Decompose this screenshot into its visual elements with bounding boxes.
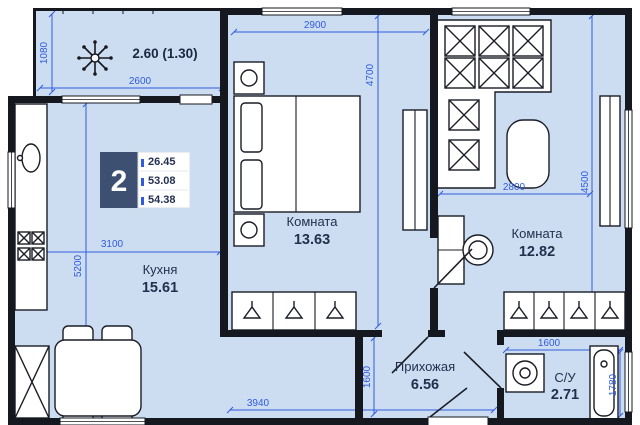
room-labels: Кухня 15.61 Комната 13.63 Комната 12.82 … — [132, 46, 579, 403]
window-living — [451, 7, 531, 16]
desk — [437, 215, 465, 285]
wall-bathroom-top — [497, 330, 632, 337]
bedroom-cabinet — [402, 109, 428, 231]
ottoman — [506, 119, 550, 189]
window-bedroom — [261, 7, 343, 16]
hanger-icon — [569, 301, 589, 319]
badge-area-flat: 53.08 — [148, 175, 176, 187]
dim-balcony-height: 1080 — [39, 41, 50, 64]
wall-top — [222, 8, 632, 15]
wall-kitchen-bedroom — [220, 8, 228, 337]
wardrobe-living — [503, 291, 626, 331]
dim-kitchen-width: 3100 — [101, 239, 124, 250]
dim-balcony-width: 2600 — [129, 76, 152, 87]
dim-hallway-height: 1600 — [362, 365, 373, 388]
hanger-icon — [600, 301, 620, 319]
wall-bedroom-living — [430, 288, 438, 337]
corner-sofa — [436, 19, 552, 189]
dimension-labels: 2900 4700 2800 4500 1080 2600 3100 5200 … — [39, 20, 619, 409]
nightstand — [233, 213, 265, 247]
snowflake-icon — [77, 40, 113, 76]
entrance-door-leaf — [429, 387, 468, 418]
living-area: 12.82 — [519, 244, 555, 260]
bathtub — [589, 345, 619, 421]
living-door-leaf — [433, 248, 473, 289]
bathroom-area: 2.71 — [551, 387, 579, 403]
windows — [7, 7, 633, 425]
balcony-rail-top — [33, 8, 225, 11]
washing-machine — [505, 353, 545, 393]
window-bathroom — [624, 351, 633, 413]
hanger-icon — [509, 301, 529, 319]
bedroom-area: 13.63 — [294, 232, 330, 248]
kitchen-area: 15.61 — [142, 280, 178, 296]
dim-line-bedroom-width — [230, 28, 430, 36]
wall-south-bedroom — [228, 330, 382, 337]
kitchen-counter — [14, 103, 48, 311]
kitchen-label: Кухня — [143, 262, 178, 277]
dining-table — [54, 339, 142, 417]
badge-area-total: 54.38 — [148, 194, 176, 206]
wardrobe-bedroom — [231, 291, 357, 331]
fridge — [14, 345, 50, 419]
balcony-area-label: 2.60 (1.30) — [132, 46, 197, 61]
badge-area-living: 26.45 — [148, 156, 176, 168]
bed — [233, 95, 361, 213]
badge-rooms-count: 2 — [111, 165, 128, 198]
wall-bottom — [8, 418, 632, 425]
balcony-rail-left — [33, 8, 36, 99]
dim-bathroom-height: 1780 — [608, 373, 619, 396]
stove — [17, 231, 45, 261]
bedroom-label: Комната — [287, 214, 339, 229]
tv-panel — [599, 95, 621, 227]
dim-bedroom-height: 4700 — [365, 63, 376, 86]
window-living-right — [624, 109, 633, 229]
dining-set — [54, 325, 142, 425]
pillow — [240, 159, 263, 210]
dim-line-balcony-height — [48, 10, 56, 96]
badge-values-panel — [137, 151, 191, 209]
dim-living-height: 4500 — [580, 170, 591, 193]
balcony-glazing-ticks — [62, 8, 154, 14]
hanger-icon — [284, 301, 304, 319]
wall-hallway-bathroom — [497, 388, 504, 418]
wall-kitchen-hallway — [355, 337, 363, 418]
area-badge: 2 26.45 53.08 54.38 — [100, 151, 191, 209]
wall-bedroom-living — [430, 8, 438, 238]
dim-bedroom-width: 2900 — [304, 20, 327, 31]
desk-chair — [462, 234, 494, 266]
wall-south-pier — [428, 330, 445, 337]
living-label: Комната — [512, 226, 564, 241]
balcony-door-opening — [179, 94, 213, 105]
pillow — [240, 102, 263, 153]
badge-rooms-square — [100, 152, 138, 208]
window-kitchen-balcony — [61, 95, 141, 104]
bathroom-label: С/У — [554, 370, 576, 385]
window-kitchen-bottom — [59, 417, 146, 425]
dim-bathroom-width: 1600 — [538, 338, 561, 349]
bedroom-door-leaf — [391, 336, 429, 374]
window-kitchen-left — [7, 151, 16, 209]
dim-kitchen-height: 5200 — [73, 254, 84, 277]
dim-living-width: 2800 — [503, 182, 526, 193]
hanger-icon — [325, 301, 345, 319]
furniture — [14, 19, 626, 425]
hanger-icon — [539, 301, 559, 319]
sink — [21, 143, 41, 173]
hallway-area: 6.56 — [411, 377, 439, 393]
wall-hallway-bathroom — [497, 337, 504, 345]
dim-hallway-width: 3940 — [247, 398, 270, 409]
doors — [391, 248, 502, 418]
hallway-label: Прихожая — [395, 359, 455, 374]
bathroom-door-leaf — [463, 351, 502, 389]
faucet — [16, 154, 24, 162]
hanger-icon — [242, 301, 262, 319]
entrance-opening — [427, 416, 489, 425]
wall-left — [8, 96, 15, 425]
nightstand — [233, 61, 265, 95]
